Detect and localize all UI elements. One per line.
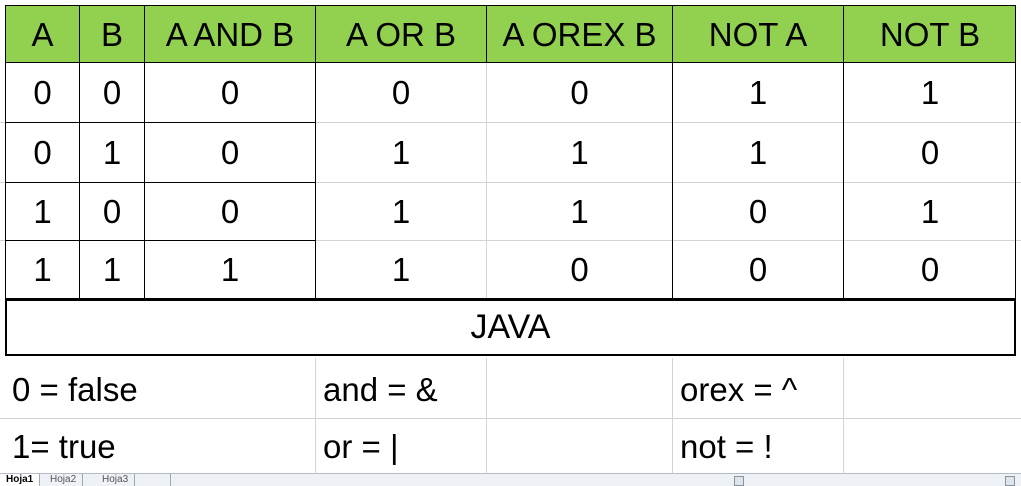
table-cell[interactable]: 1 [748, 74, 768, 111]
table-cell[interactable]: 1 [33, 193, 52, 230]
legend-and[interactable]: and = & [323, 370, 438, 408]
gridline [315, 358, 316, 473]
table-cell[interactable]: 1 [570, 134, 589, 171]
table-cell[interactable]: 1 [33, 251, 52, 288]
table-border [5, 122, 316, 123]
legend-true[interactable]: 1= true [12, 427, 116, 465]
gridline [486, 62, 487, 298]
table-cell[interactable]: 1 [391, 134, 411, 171]
sheet-tab-hoja2[interactable]: Hoja2 [44, 474, 84, 486]
table-cell[interactable]: 1 [391, 251, 411, 288]
table-border [5, 240, 316, 241]
legend-orex[interactable]: orex = ^ [680, 370, 798, 408]
table-border [843, 5, 844, 298]
table-cell[interactable]: 0 [748, 193, 768, 230]
header-cell-a-orex-b[interactable]: A OREX B [487, 6, 672, 62]
table-cell[interactable]: 0 [102, 193, 122, 230]
legend-or[interactable]: or = | [323, 427, 399, 465]
table-cell[interactable]: 0 [570, 74, 589, 111]
header-cell-a[interactable]: A [6, 6, 79, 62]
header-cell-a-or-b[interactable]: A OR B [316, 6, 486, 62]
sheet-tab-bar: Hoja1 Hoja2 Hoja3 [0, 473, 1021, 486]
table-cell[interactable]: 1 [102, 134, 122, 171]
table-border [486, 5, 487, 62]
table-cell[interactable]: 1 [220, 251, 240, 288]
table-border [5, 182, 316, 183]
header-cell-not-b[interactable]: NOT B [844, 6, 1016, 62]
table-cell[interactable]: 1 [391, 193, 411, 230]
header-cell-a-and-b[interactable]: A AND B [145, 6, 315, 62]
table-cell[interactable]: 0 [920, 251, 940, 288]
header-cell-not-a[interactable]: NOT A [673, 6, 843, 62]
java-banner[interactable]: JAVA [5, 298, 1016, 356]
table-cell[interactable]: 1 [570, 193, 589, 230]
gridline [0, 122, 1021, 123]
table-border [672, 5, 673, 298]
table-cell[interactable]: 1 [748, 134, 768, 171]
table-cell[interactable]: 0 [570, 251, 589, 288]
table-cell[interactable]: 0 [920, 134, 940, 171]
table-border [5, 62, 1016, 63]
gridline [843, 358, 844, 473]
gridline [0, 418, 1021, 419]
sheet-tab-hoja1[interactable]: Hoja1 [0, 474, 41, 486]
table-border [5, 5, 6, 298]
gridline [486, 358, 487, 473]
insert-sheet-icon[interactable] [148, 474, 171, 486]
table-cell[interactable]: 0 [33, 74, 52, 111]
table-border [315, 5, 316, 298]
legend-not[interactable]: not = ! [680, 427, 773, 465]
table-border [144, 5, 145, 298]
table-cell[interactable]: 1 [920, 74, 940, 111]
table-cell[interactable]: 0 [391, 74, 411, 111]
header-cell-b[interactable]: B [80, 6, 144, 62]
table-cell[interactable]: 0 [220, 193, 240, 230]
table-cell[interactable]: 0 [102, 74, 122, 111]
table-cell[interactable]: 0 [748, 251, 768, 288]
table-cell[interactable]: 0 [220, 74, 240, 111]
table-cell[interactable]: 1 [920, 193, 940, 230]
gridline [0, 182, 1021, 183]
table-border [5, 5, 1016, 6]
gridline [672, 358, 673, 473]
legend-false[interactable]: 0 = false [12, 370, 138, 408]
table-border [79, 5, 80, 298]
table-cell[interactable]: 1 [102, 251, 122, 288]
table-cell[interactable]: 0 [220, 134, 240, 171]
gridline [0, 240, 1021, 241]
table-cell[interactable]: 0 [33, 134, 52, 171]
sheet-tab-hoja3[interactable]: Hoja3 [96, 474, 136, 486]
table-border [1015, 5, 1016, 298]
